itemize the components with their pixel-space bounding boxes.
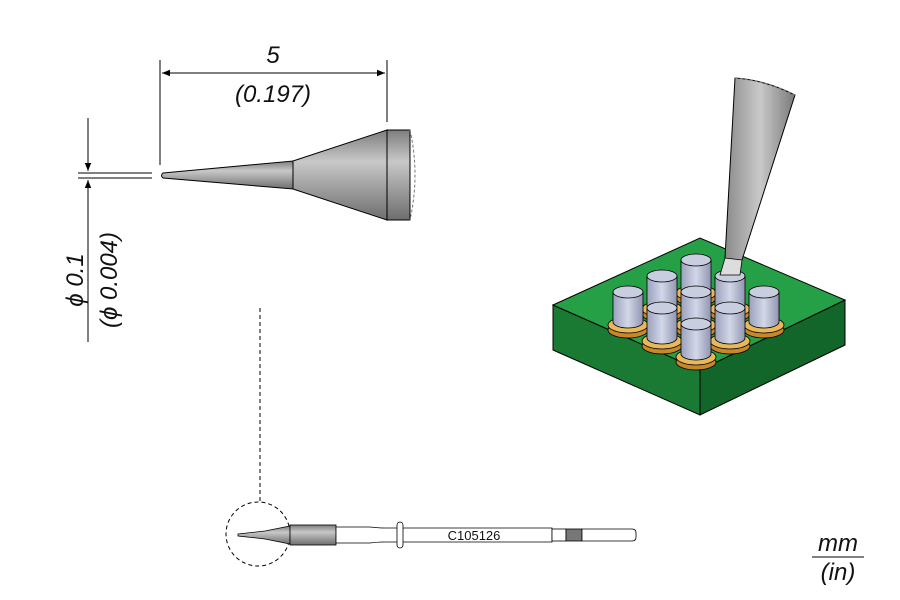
pin — [709, 301, 751, 355]
diameter-in-label: (ϕ 0.004) — [96, 232, 123, 328]
length-dimension: 5 (0.197) — [159, 42, 388, 165]
unit-in: (in) — [821, 559, 856, 586]
length-in-label: (0.197) — [235, 81, 311, 108]
diameter-mm-label: ϕ 0.1 — [62, 253, 89, 306]
pin — [675, 317, 717, 371]
pin — [607, 285, 649, 339]
length-mm-label: 5 — [266, 42, 280, 69]
pin — [641, 301, 683, 355]
diameter-dimension: ϕ 0.1 (ϕ 0.004) — [62, 118, 152, 342]
pin — [743, 285, 785, 339]
pcb-illustration — [551, 77, 847, 416]
unit-mm: mm — [818, 530, 858, 557]
units-legend: mm (in) — [812, 530, 864, 586]
soldering-cartridge: C105126 — [237, 521, 637, 549]
tip-enlarged — [161, 129, 416, 221]
part-number-label: C105126 — [448, 528, 501, 543]
